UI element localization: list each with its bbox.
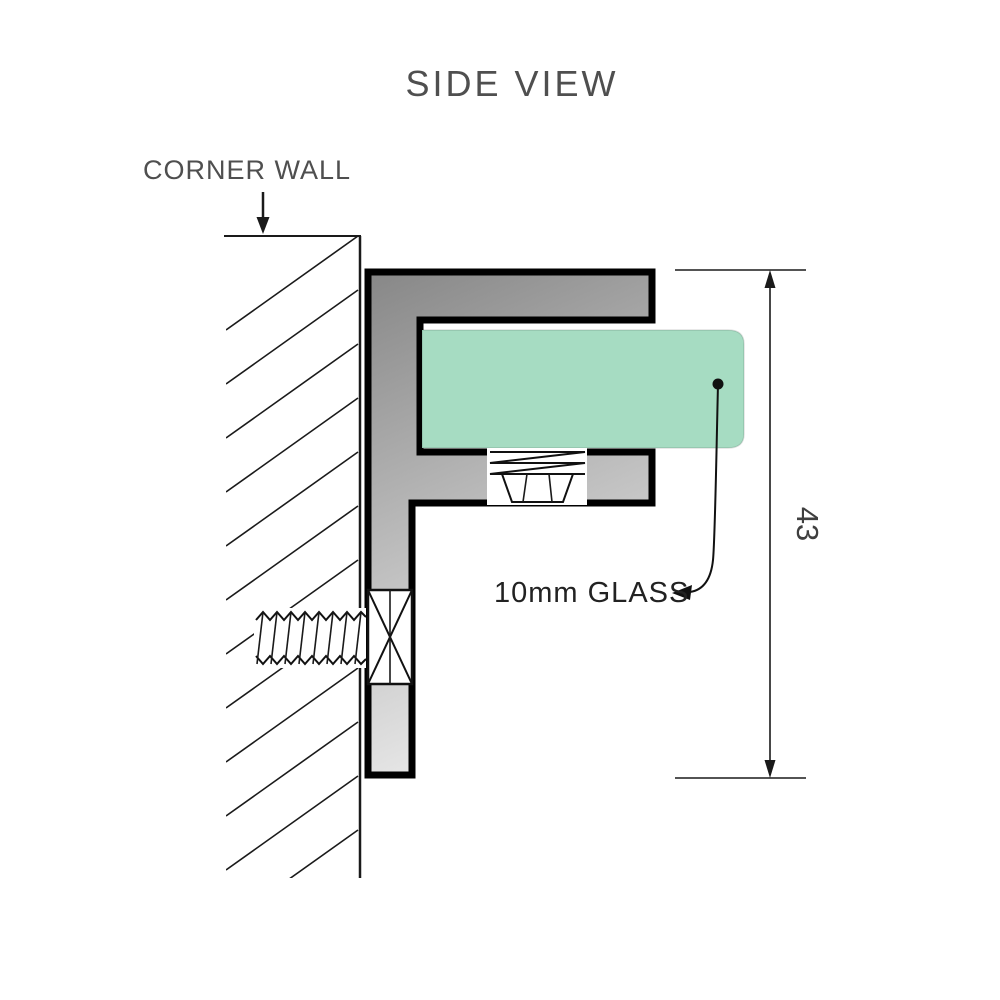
height-dimension: 43 [675,269,825,779]
dimension-arrow-down [764,760,776,778]
leader-arrow [672,585,692,600]
dimension-arrow-up [764,270,776,288]
screw-head [366,588,414,686]
corner-wall-hatching [226,236,359,878]
diagram-title: SIDE VIEW [405,63,618,104]
bracket-profile [364,268,656,779]
glass-panel [421,329,745,449]
corner-wall-label: CORNER WALL [143,155,351,185]
glass-label: 10mm GLASS [494,577,689,609]
glass-leader [672,378,724,600]
gasket-detail [487,448,587,505]
screw-thread [254,608,367,668]
dimension-value: 43 [790,507,825,541]
corner-wall-arrow [256,192,270,234]
